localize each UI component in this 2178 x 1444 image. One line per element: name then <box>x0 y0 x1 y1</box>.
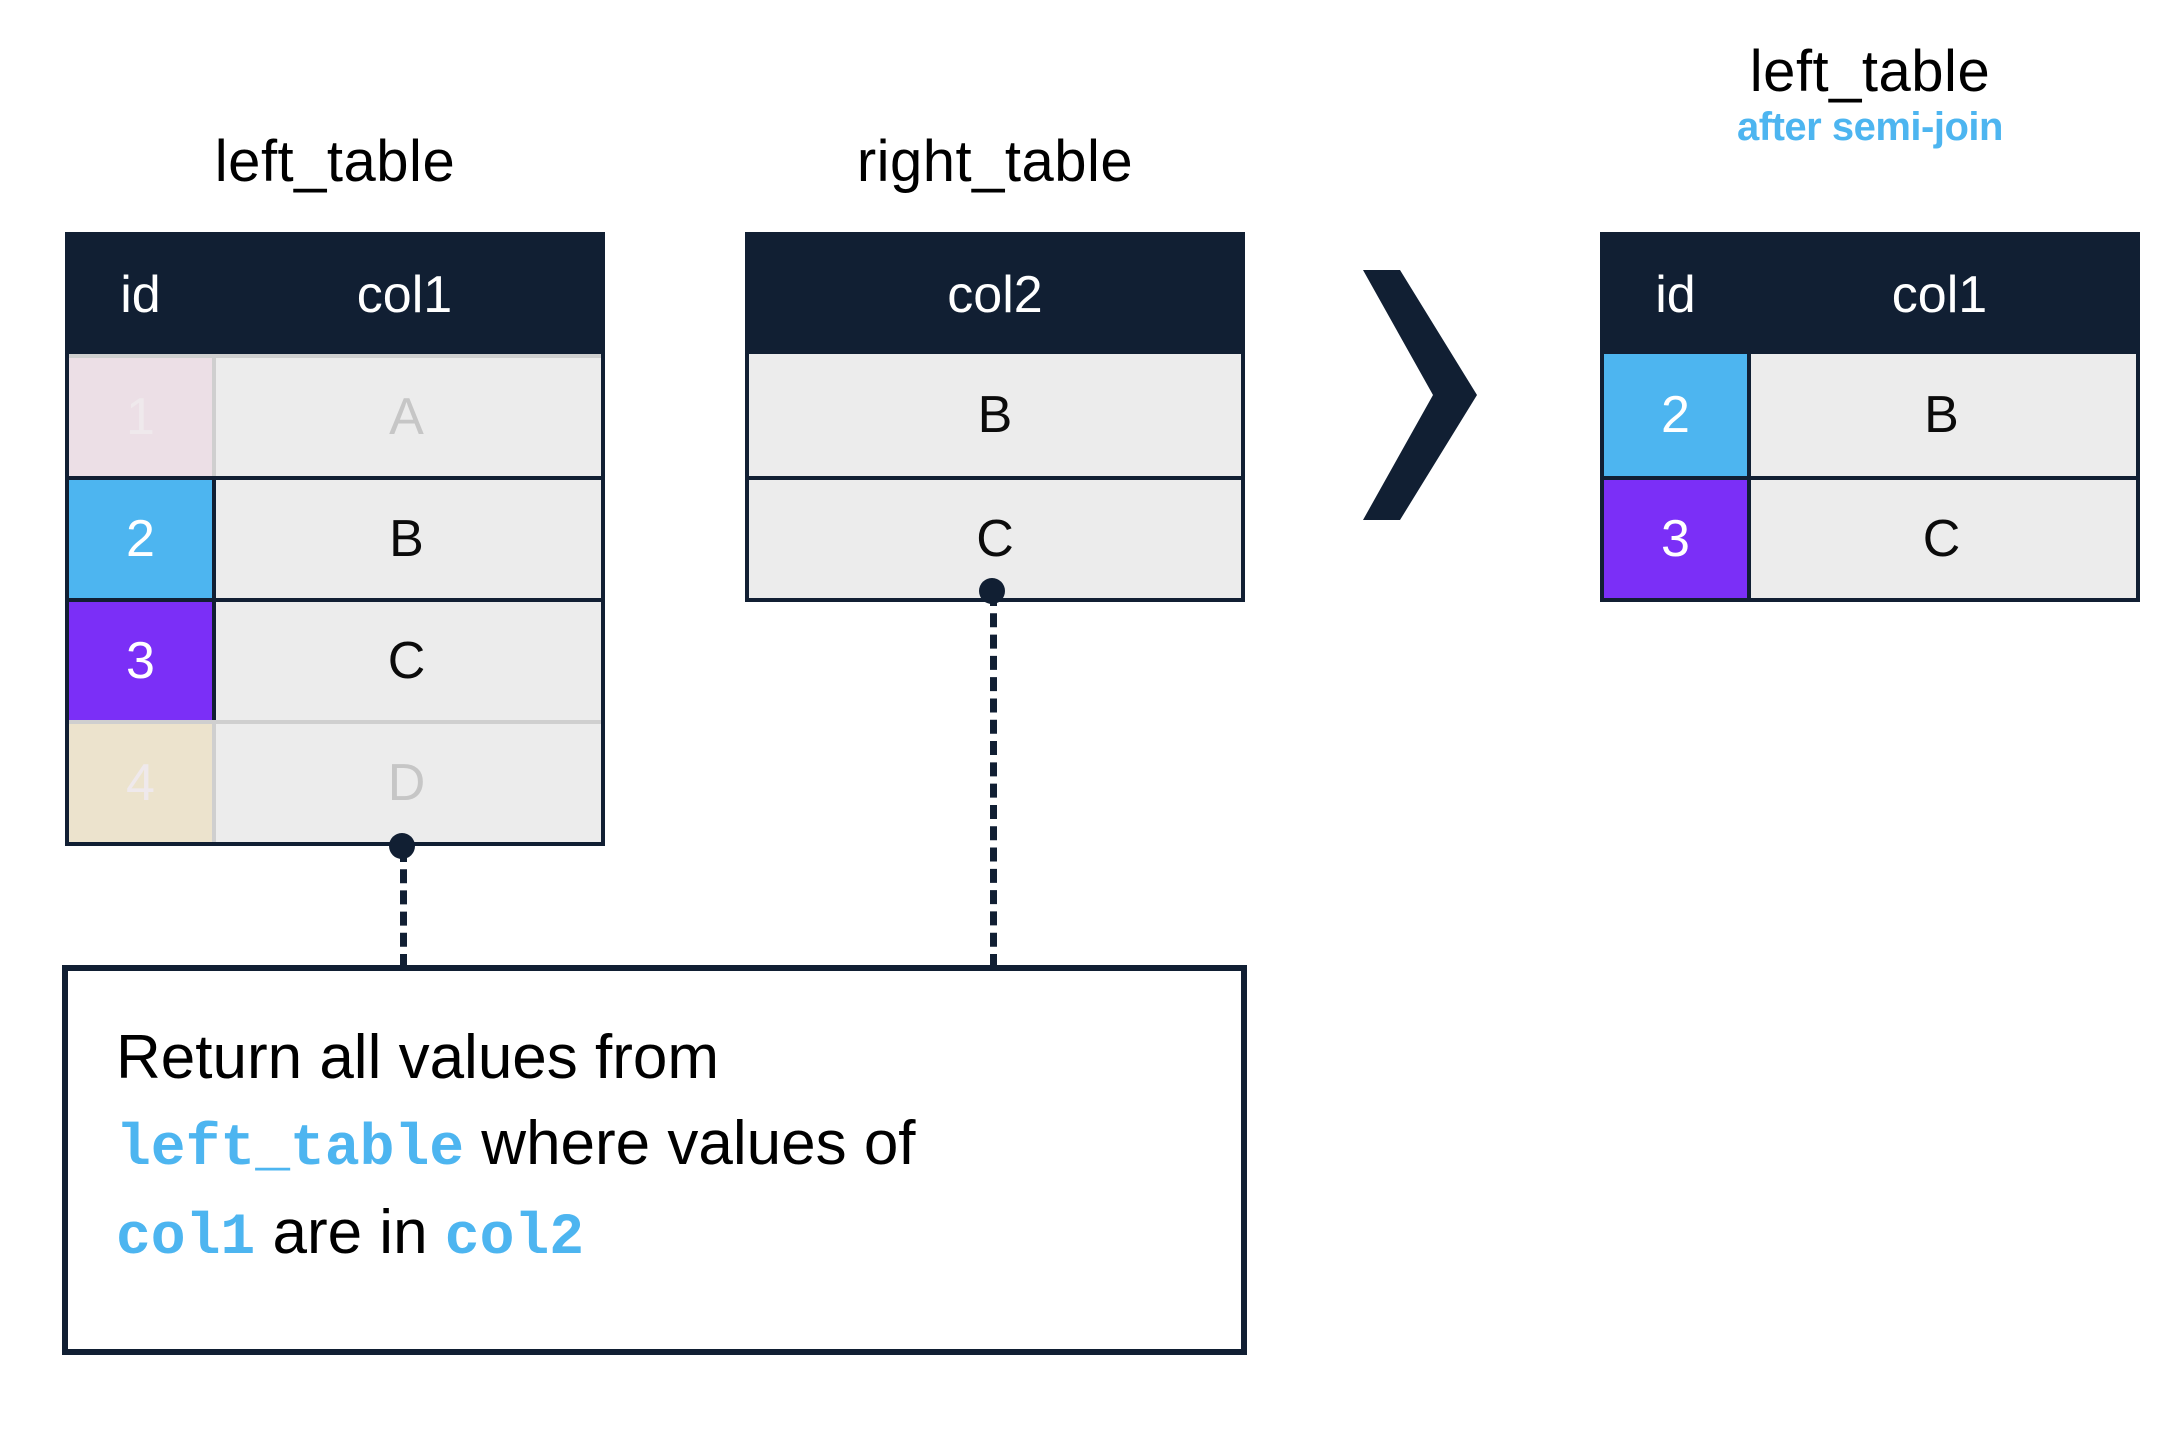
desc-code-left-table: left_table <box>116 1116 465 1182</box>
right-table-header-col2: col2 <box>947 266 1043 324</box>
table-row: 4 D <box>69 720 601 842</box>
desc-line3: are in <box>255 1197 445 1267</box>
left-row-3-col1: C <box>212 602 597 720</box>
connector-line-left <box>400 848 407 968</box>
result-row-2-col1: C <box>1747 480 2132 598</box>
connector-line-right <box>990 592 997 968</box>
desc-line1: Return all values from <box>116 1023 720 1092</box>
right-table: col2 B C <box>745 232 1245 602</box>
result-row-1-col1: B <box>1747 354 2132 476</box>
left-row-2-col1: B <box>212 480 597 598</box>
left-row-4-col1: D <box>212 724 597 842</box>
description-box: Return all values from left_table where … <box>62 965 1247 1355</box>
result-table-header-id: id <box>1655 266 1696 324</box>
result-table-title: left_table <box>1749 39 1991 104</box>
left-table-body: 1 A 2 B 3 C 4 D <box>69 354 601 842</box>
result-row-2-id: 3 <box>1604 480 1747 598</box>
result-table-body: 2 B 3 C <box>1604 354 2136 598</box>
result-table-subtitle: after semi-join <box>1737 105 2003 149</box>
table-row: 3 C <box>1604 476 2136 598</box>
chevron-right-icon <box>1355 270 1485 520</box>
description-text: Return all values from left_table where … <box>116 1015 1206 1279</box>
left-row-4-id: 4 <box>69 724 212 842</box>
table-row: B <box>749 354 1241 476</box>
result-table: id col1 2 B 3 C <box>1600 232 2140 602</box>
table-row: 1 A <box>69 354 601 476</box>
result-row-1-id: 2 <box>1604 354 1747 476</box>
result-table-header-col1: col1 <box>1891 266 1988 324</box>
left-row-2-id: 2 <box>69 480 212 598</box>
left-table-header-id: id <box>120 266 161 324</box>
left-table: id col1 1 A 2 B 3 C 4 D <box>65 232 605 846</box>
left-table-header-row: id col1 <box>69 236 601 354</box>
desc-line2: where values of <box>464 1108 916 1178</box>
table-row: 2 B <box>1604 354 2136 476</box>
right-table-body: B C <box>749 354 1241 598</box>
left-row-1-col1: A <box>212 358 597 476</box>
left-row-3-id: 3 <box>69 602 212 720</box>
right-table-header-row: col2 <box>749 236 1241 354</box>
left-table-header-col1: col1 <box>356 266 453 324</box>
result-table-header-row: id col1 <box>1604 236 2136 354</box>
desc-code-col1: col1 <box>116 1205 256 1271</box>
desc-code-col2: col2 <box>444 1205 585 1271</box>
table-row: 3 C <box>69 598 601 720</box>
table-row: 2 B <box>69 476 601 598</box>
left-table-title: left_table <box>214 129 456 194</box>
right-row-1-col2: B <box>749 354 1241 476</box>
right-table-title: right_table <box>856 129 1134 194</box>
left-row-1-id: 1 <box>69 358 212 476</box>
